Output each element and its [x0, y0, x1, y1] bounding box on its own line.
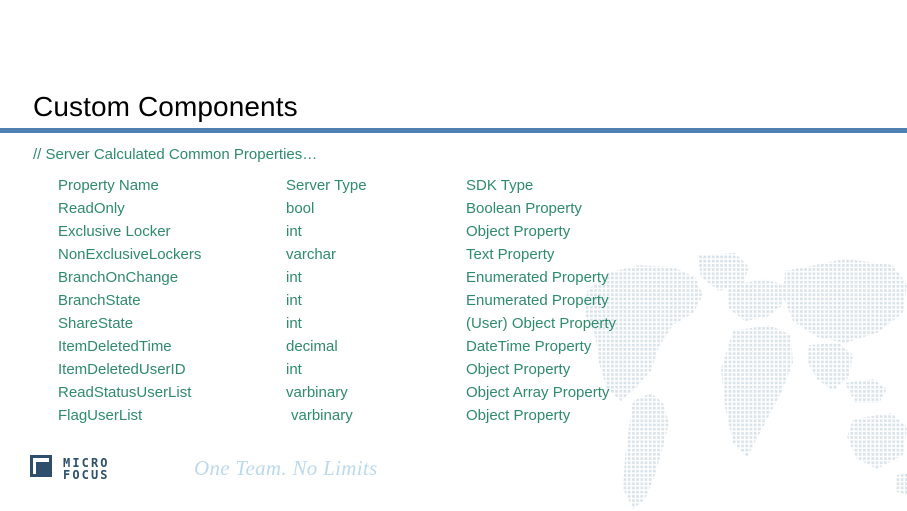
sdk-type: Boolean Property — [466, 200, 582, 217]
title-divider — [0, 128, 907, 133]
table-row: ReadStatusUserList varbinary Object Arra… — [0, 384, 907, 407]
column-header-sdk-type: SDK Type — [466, 177, 534, 194]
server-type: varbinary — [291, 407, 353, 424]
table-row: NonExclusiveLockers varchar Text Propert… — [0, 246, 907, 269]
logo-wordmark: MICRO FOCUS — [63, 455, 110, 482]
column-header-property-name: Property Name — [58, 177, 159, 194]
property-name: ReadStatusUserList — [58, 384, 192, 401]
table-row: Property Name Server Type SDK Type — [0, 177, 907, 200]
footer-tagline: One Team. No Limits — [194, 456, 378, 480]
server-type: int — [286, 269, 302, 286]
page-title: Custom Components — [33, 91, 298, 122]
table-row: Exclusive Locker int Object Property — [0, 223, 907, 246]
table-row: BranchOnChange int Enumerated Property — [0, 269, 907, 292]
property-name: FlagUserList — [58, 407, 143, 424]
server-type: int — [286, 315, 302, 332]
property-name: Exclusive Locker — [58, 223, 171, 240]
logo-word-focus: FOCUS — [63, 468, 110, 482]
table-row: ReadOnly bool Boolean Property — [0, 200, 907, 223]
micro-focus-logo: MICRO FOCUS — [30, 452, 110, 486]
server-type: decimal — [286, 338, 338, 355]
server-type: int — [286, 361, 302, 378]
sdk-type: DateTime Property — [466, 338, 592, 355]
sdk-type: (User) Object Property — [466, 315, 617, 332]
code-comment-line: // Server Calculated Common Properties… — [33, 146, 318, 163]
column-header-server-type: Server Type — [286, 177, 367, 194]
logo-word-micro: MICRO — [63, 455, 110, 470]
property-name: ItemDeletedTime — [58, 338, 172, 355]
property-name: BranchState — [58, 292, 141, 309]
sdk-type: Enumerated Property — [466, 292, 609, 309]
property-name: NonExclusiveLockers — [58, 246, 202, 263]
table-row: FlagUserList varbinary Object Property — [0, 407, 907, 430]
property-name: ShareState — [58, 315, 134, 332]
server-type: int — [286, 223, 302, 240]
logo-inner-square — [36, 462, 49, 475]
server-type: int — [286, 292, 302, 309]
table-row: ItemDeletedUserID int Object Property — [0, 361, 907, 384]
sdk-type: Object Property — [466, 223, 571, 240]
table-row: ShareState int (User) Object Property — [0, 315, 907, 338]
property-name: ReadOnly — [58, 200, 125, 217]
sdk-type: Object Property — [466, 407, 571, 424]
logo-outer-square — [30, 455, 52, 477]
server-type: bool — [286, 200, 315, 217]
table-row: BranchState int Enumerated Property — [0, 292, 907, 315]
sdk-type: Text Property — [466, 246, 555, 263]
sdk-type: Object Array Property — [466, 384, 610, 401]
property-name: BranchOnChange — [58, 269, 179, 286]
sdk-type: Enumerated Property — [466, 269, 609, 286]
server-type: varchar — [286, 246, 337, 263]
server-type: varbinary — [286, 384, 348, 401]
sdk-type: Object Property — [466, 361, 571, 378]
property-name: ItemDeletedUserID — [58, 361, 186, 378]
properties-code-block: // Server Calculated Common Properties… … — [0, 146, 907, 426]
micro-focus-square-icon — [30, 455, 58, 483]
table-row: ItemDeletedTime decimal DateTime Propert… — [0, 338, 907, 361]
